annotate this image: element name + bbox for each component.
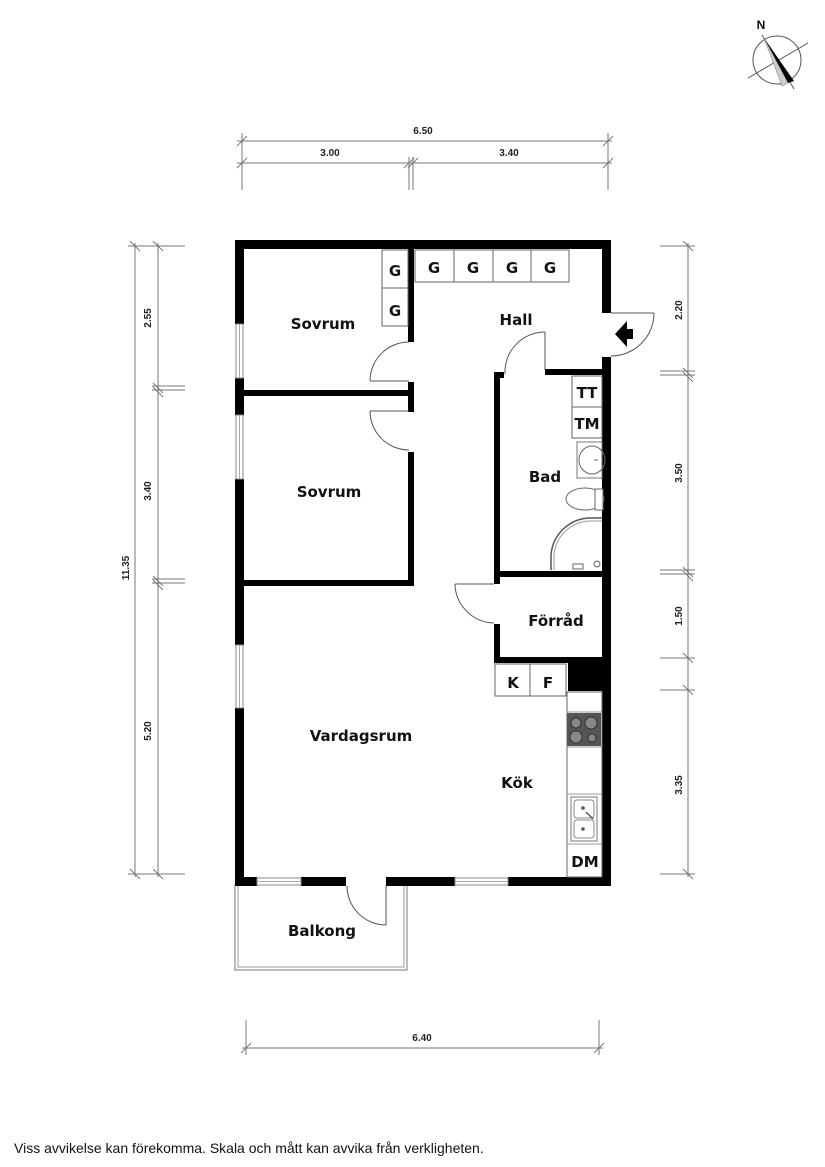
balcony — [234, 884, 408, 971]
dim-top-left: 3.00 — [320, 148, 340, 159]
door-bedroom-2[interactable] — [369, 410, 410, 451]
door-balcony[interactable] — [346, 885, 387, 926]
north-label: N — [757, 18, 766, 32]
dim-left-2: 3.40 — [143, 481, 154, 501]
room-label-balcony: Balkong — [288, 922, 356, 940]
wardrobe-label: G — [389, 302, 401, 320]
wardrobes-hall: G G G G — [414, 249, 570, 283]
fridge-label: K — [507, 674, 520, 692]
shower-icon — [550, 517, 602, 570]
exterior-walls — [235, 240, 611, 886]
washer-label: TT — [577, 384, 599, 402]
kitchen-sink-icon — [570, 796, 598, 842]
bathroom-fixtures: TT TM — [550, 375, 606, 570]
room-label-hall: Hall — [500, 311, 533, 329]
dim-top-total: 6.50 — [413, 126, 433, 137]
dishwasher-label: DM — [571, 853, 598, 871]
openings — [235, 313, 611, 886]
dim-left-total: 11.35 — [121, 555, 132, 580]
dim-right-1: 2.20 — [674, 300, 685, 320]
room-labels: Sovrum Hall Sovrum Bad Förråd Vardagsrum… — [288, 311, 584, 940]
dim-right-2: 3.50 — [674, 463, 685, 483]
interior-walls — [244, 249, 605, 691]
dimension-top: 6.50 3.00 3.40 — [236, 126, 614, 190]
door-storage[interactable] — [454, 583, 495, 624]
wardrobe-label: G — [428, 259, 440, 277]
dimension-left: 2.55 3.40 5.20 11.35 — [121, 240, 185, 880]
room-label-storage: Förråd — [528, 612, 584, 630]
wardrobe-label: G — [544, 259, 556, 277]
dryer-label: TM — [574, 415, 599, 433]
window-icon — [235, 323, 509, 886]
room-label-kitchen: Kök — [501, 774, 534, 792]
disclaimer: Viss avvikelse kan förekomma. Skala och … — [14, 1140, 484, 1156]
dim-top-right: 3.40 — [499, 148, 519, 159]
dim-left-3: 5.20 — [143, 721, 154, 741]
stove-icon — [567, 713, 601, 746]
north-arrow-icon: N — [747, 18, 809, 90]
dim-left-1: 2.55 — [143, 308, 154, 328]
doors — [346, 312, 655, 926]
door-bathroom[interactable] — [504, 331, 546, 375]
freezer-label: F — [543, 674, 553, 692]
door-bedroom-1[interactable] — [369, 341, 410, 382]
dimension-bottom: 6.40 — [240, 1020, 605, 1055]
sink-icon — [576, 441, 606, 479]
dim-right-4: 3.35 — [674, 775, 685, 795]
wardrobe-label: G — [506, 259, 518, 277]
kitchen-fixtures: K F DM — [494, 663, 603, 878]
dimension-right: 2.20 3.50 1.50 3.35 — [660, 240, 695, 880]
room-label-bedroom-1: Sovrum — [291, 315, 356, 333]
dim-bottom-total: 6.40 — [412, 1033, 432, 1044]
door-entrance[interactable] — [610, 312, 655, 357]
room-label-bathroom: Bad — [529, 468, 561, 486]
wardrobes-bedroom: G G — [381, 249, 409, 327]
toilet-icon — [565, 487, 605, 511]
wardrobe-label: G — [389, 262, 401, 280]
room-label-bedroom-2: Sovrum — [297, 483, 362, 501]
room-label-living-room: Vardagsrum — [310, 727, 413, 745]
dim-right-3: 1.50 — [674, 606, 685, 626]
entrance-arrow-icon — [615, 321, 633, 347]
wardrobe-label: G — [467, 259, 479, 277]
